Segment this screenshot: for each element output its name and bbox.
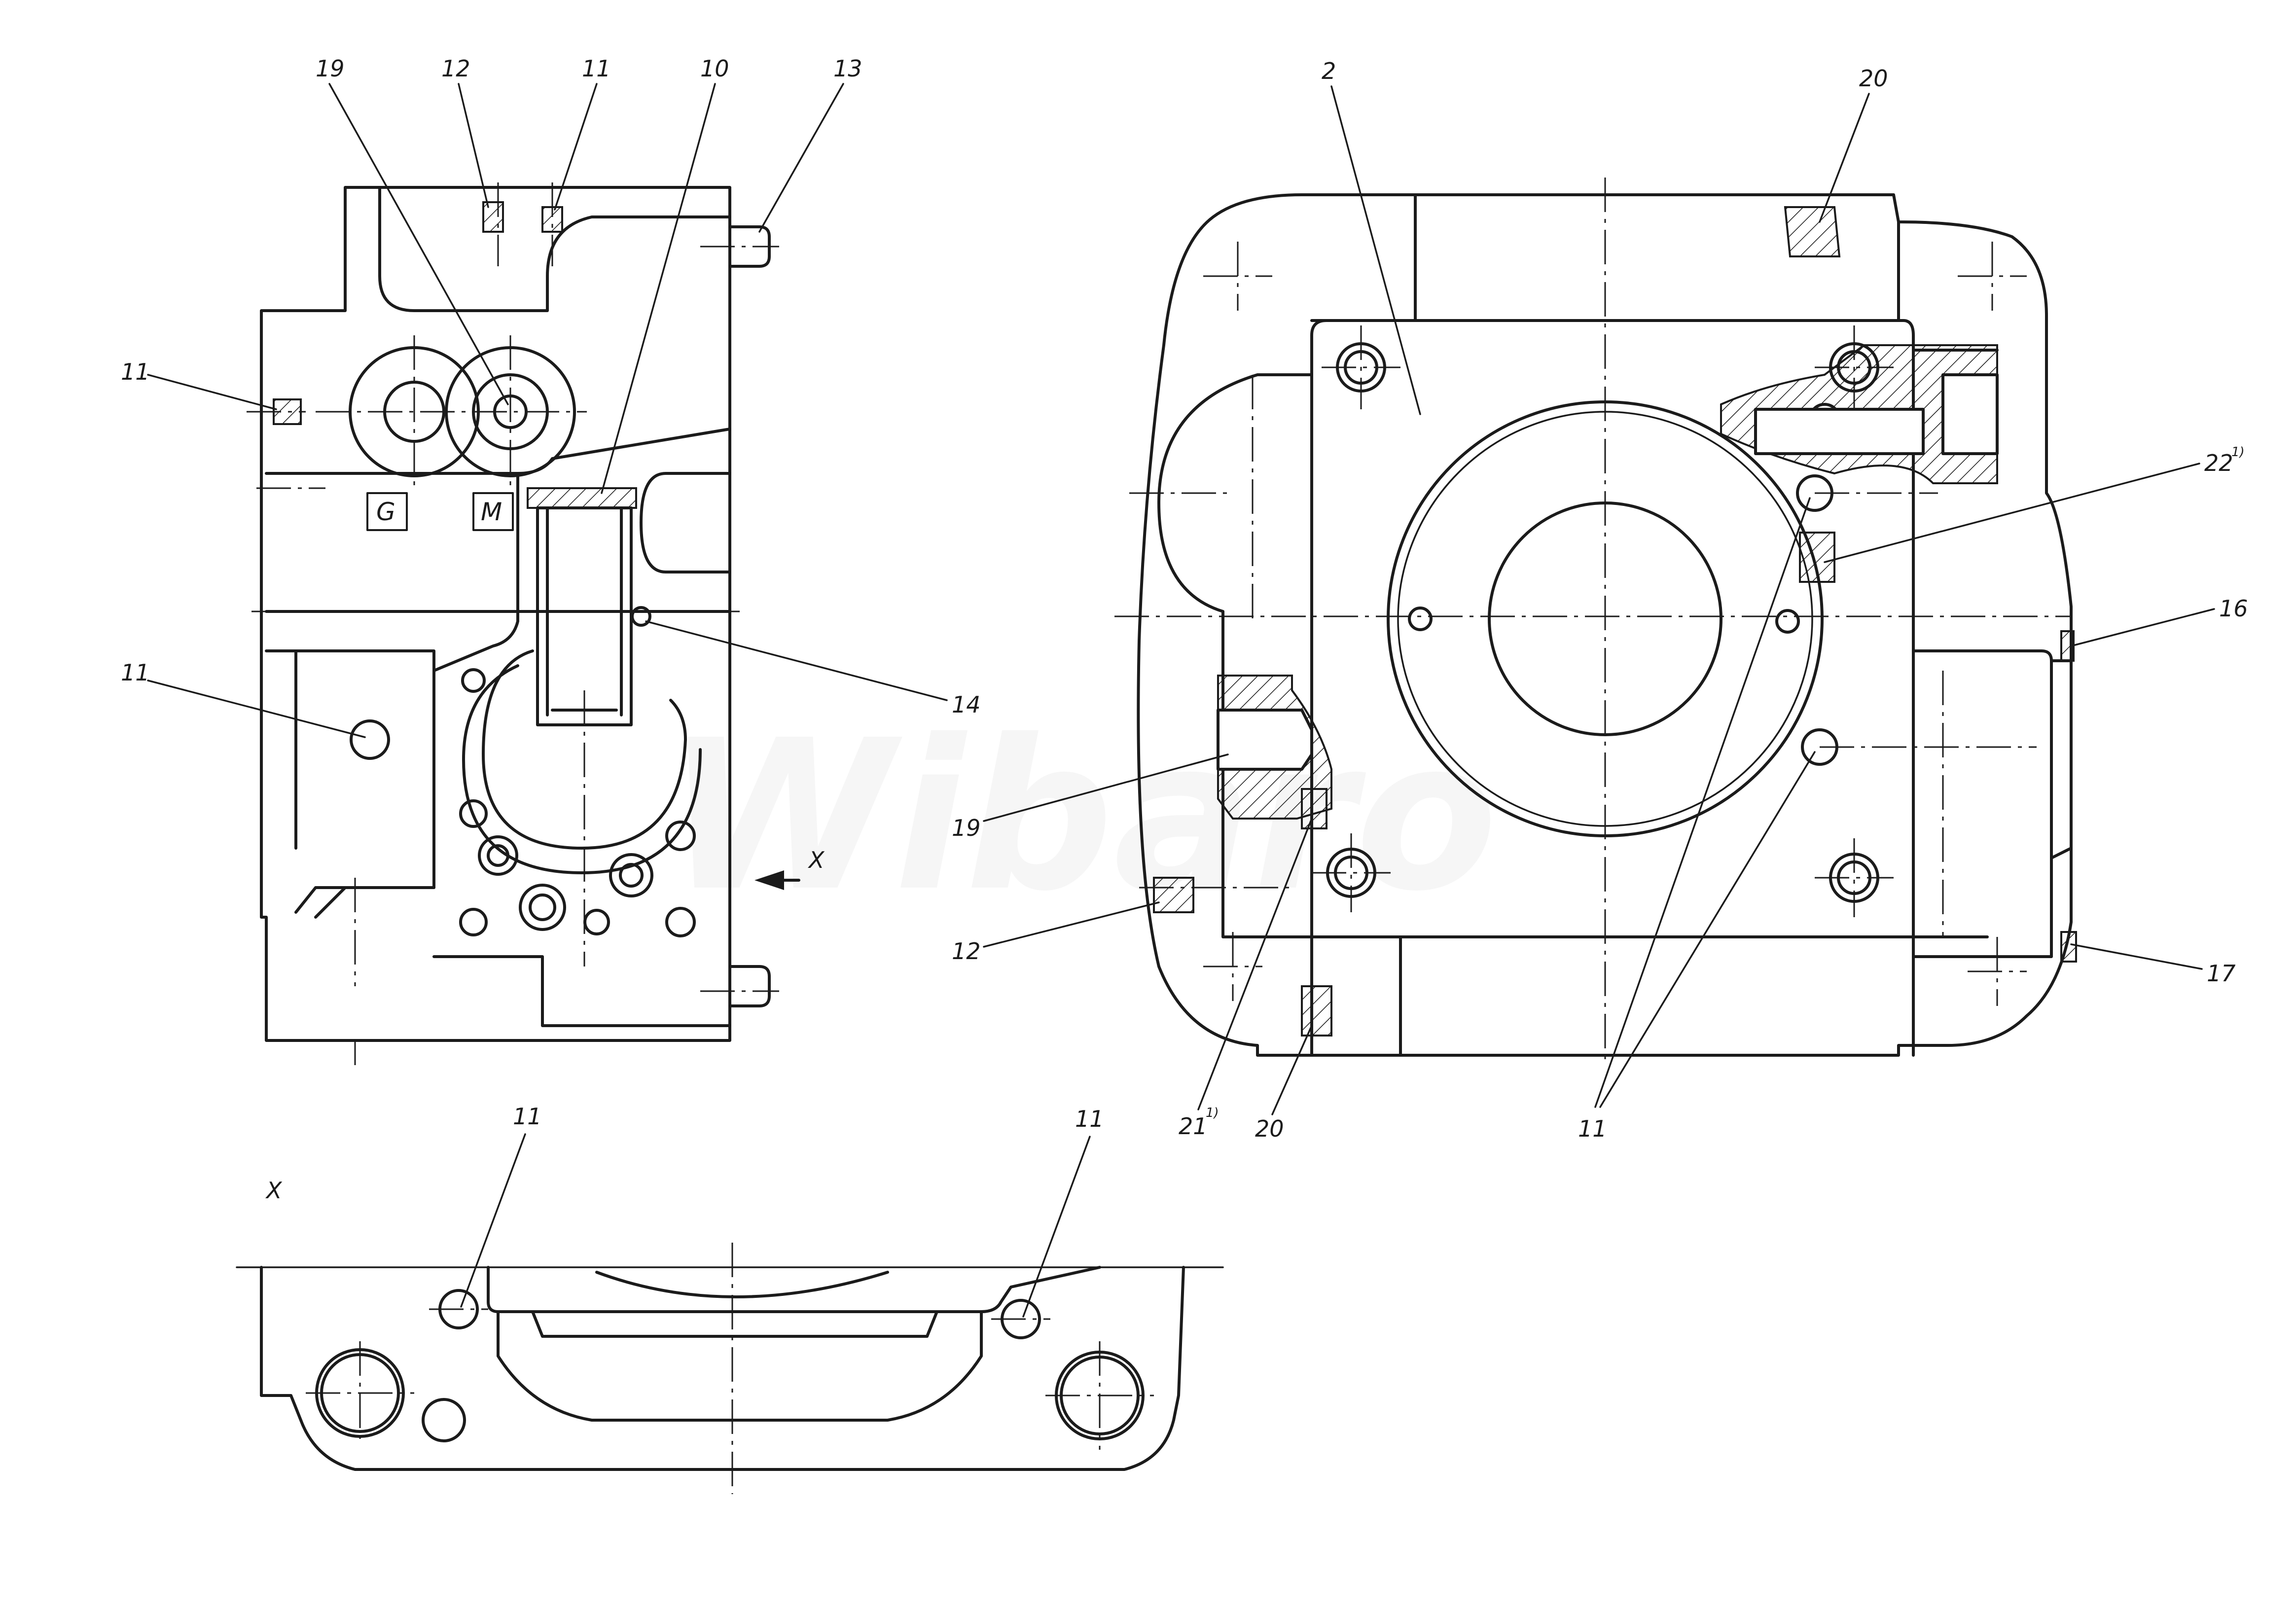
port-m-box: [472, 492, 514, 531]
port-g-box: [366, 492, 408, 531]
right-callouts: 2 20 22 1) 16 19 12 21 1) 20 17 11: [952, 58, 2248, 1142]
callout-21-note: 1): [1206, 1106, 1219, 1120]
callout-11-mid: 11: [121, 659, 150, 686]
right-housing-view: [1114, 178, 2077, 1060]
callout-10: 10: [700, 55, 729, 82]
callout-13: 13: [833, 55, 862, 82]
callout-11: 11: [582, 55, 611, 82]
callout-19: 19: [316, 55, 345, 82]
callout-22: 22: [2204, 450, 2233, 476]
callout-2: 2: [1322, 58, 1336, 84]
callout-17: 17: [2207, 960, 2236, 987]
callout-20-bottom: 20: [1255, 1115, 1284, 1142]
bottom-view-x: X: [236, 1177, 1224, 1494]
left-callouts: 19 12 11 10 13 11 11 14 X G M: [121, 55, 981, 873]
callout-12-right: 12: [952, 938, 981, 965]
callout-11-right: 11: [1578, 1115, 1607, 1142]
port-g-label: G: [376, 498, 395, 526]
view-x-title: X: [265, 1177, 283, 1204]
bottom-callouts: 11 11: [460, 1103, 1104, 1318]
callout-21: 21: [1179, 1113, 1208, 1140]
callout-12: 12: [441, 55, 470, 82]
left-housing-view: [247, 182, 800, 1065]
callout-11-bottom-right: 11: [1075, 1106, 1104, 1132]
callout-11-left: 11: [121, 358, 150, 385]
callout-11-bottom-left: 11: [513, 1103, 542, 1130]
view-arrow-label: X: [808, 847, 825, 873]
callout-20-top: 20: [1859, 65, 1888, 92]
callout-19-right: 19: [952, 815, 981, 841]
port-m-label: M: [481, 498, 502, 526]
watermark: Wibaro: [666, 696, 1498, 937]
callout-16: 16: [2219, 595, 2248, 622]
callout-22-note: 1): [2231, 445, 2245, 460]
callout-14: 14: [952, 691, 981, 718]
